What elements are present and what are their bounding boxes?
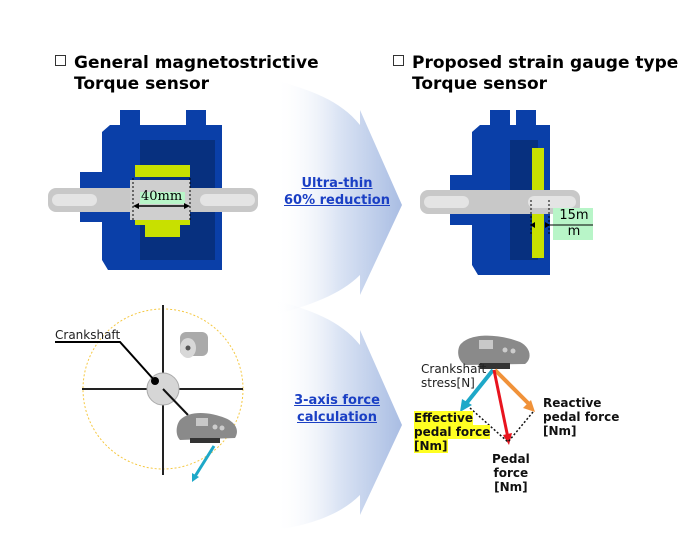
pedal-line1: Pedal bbox=[492, 452, 530, 466]
shoe-icon bbox=[176, 413, 237, 443]
reactive-force-arrow bbox=[493, 368, 532, 407]
crankshaft-stress-line1: Crankshaft bbox=[421, 362, 487, 376]
parallelogram-dotted-right bbox=[507, 411, 534, 443]
pedal-line3: [Nm] bbox=[494, 480, 528, 494]
effective-line1: Effective bbox=[414, 411, 473, 425]
reactive-pedal-force-label: Reactive pedal force [Nm] bbox=[543, 396, 619, 438]
arrow-bottom-line1[interactable]: 3-axis force bbox=[294, 393, 380, 408]
shoe-icon bbox=[458, 335, 530, 369]
force-vector-diagram bbox=[458, 335, 535, 445]
right-title: Proposed strain gauge type Torque sensor bbox=[393, 53, 678, 95]
pedal-line2: force bbox=[493, 466, 529, 480]
arrow-bottom-shape bbox=[275, 300, 402, 530]
motor-icon bbox=[180, 332, 208, 358]
reactive-line3: [Nm] bbox=[543, 424, 577, 438]
dimension-40mm-label: 40mm bbox=[141, 189, 183, 204]
arrow-top-line2[interactable]: 60% reduction bbox=[284, 193, 390, 208]
crank-diagram bbox=[55, 305, 244, 482]
crankshaft-stress-line2: stress[N] bbox=[421, 376, 475, 390]
pedal-force-label: Pedal force [Nm] bbox=[492, 452, 530, 494]
effective-line3: [Nm] bbox=[414, 439, 448, 453]
crankshaft-stress-label: Crankshaft stress[N] bbox=[421, 362, 486, 390]
strain-gauge-sensor-graphic bbox=[420, 110, 593, 275]
force-arrow-cyan bbox=[192, 445, 216, 479]
effective-pedal-force-label: Effective pedal force [Nm] bbox=[414, 411, 491, 453]
arrows-graphic bbox=[275, 80, 402, 530]
arrow-top-label[interactable]: Ultra-thin 60% reduction bbox=[272, 175, 402, 209]
crank-arm bbox=[162, 388, 189, 416]
arrow-bottom-line2[interactable]: calculation bbox=[297, 410, 377, 425]
right-title-line1: Proposed strain gauge type bbox=[412, 53, 679, 73]
right-title-line2: Torque sensor bbox=[412, 74, 548, 94]
pedal-force-arrow bbox=[492, 369, 510, 439]
arrow-top-line1[interactable]: Ultra-thin bbox=[301, 176, 373, 191]
square-bullet-icon bbox=[55, 55, 66, 66]
crankshaft-label: Crankshaft bbox=[55, 328, 121, 342]
square-bullet-icon bbox=[393, 55, 404, 66]
effective-force-arrow bbox=[463, 368, 495, 407]
left-title-line2: Torque sensor bbox=[74, 74, 210, 94]
crankshaft-leader-line bbox=[55, 341, 156, 382]
arrow-top-shape bbox=[275, 80, 402, 315]
dimension-15mm-line2: m bbox=[567, 224, 581, 239]
dimension-15mm-line1: 15m bbox=[559, 208, 589, 223]
left-title: General magnetostrictive Torque sensor bbox=[55, 53, 319, 95]
left-title-line1: General magnetostrictive bbox=[74, 53, 319, 73]
arrow-bottom-label[interactable]: 3-axis force calculation bbox=[272, 392, 402, 426]
dimension-15mm-label: 15m m bbox=[556, 208, 592, 240]
magnetostrictive-sensor-graphic bbox=[48, 110, 258, 270]
reactive-line2: pedal force bbox=[543, 410, 620, 424]
reactive-line1: Reactive bbox=[543, 396, 602, 410]
effective-line2: pedal force bbox=[414, 425, 491, 439]
